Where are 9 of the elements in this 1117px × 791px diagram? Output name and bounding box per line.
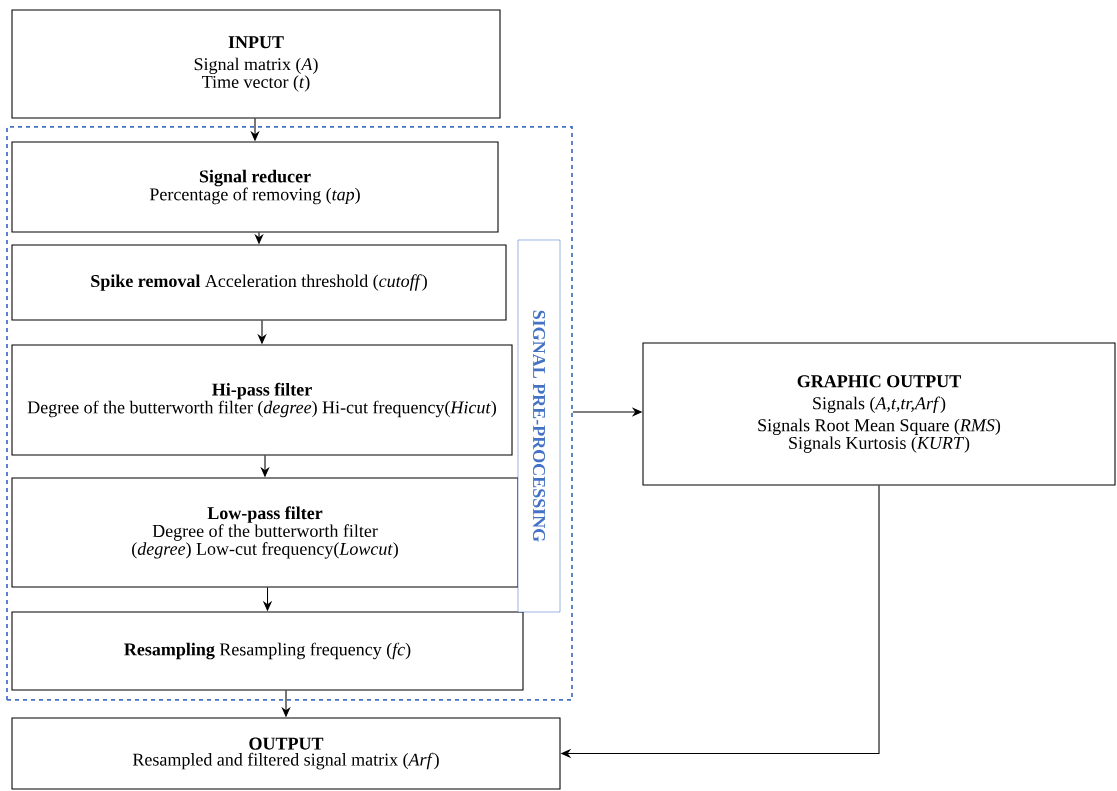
- vertical-label-box: SIGNAL PRE-PROCESSING: [517, 239, 561, 613]
- process-box: Spike removal Acceleration threshold (cutoff): [11, 244, 507, 321]
- dashed-group-box: [6, 126, 573, 701]
- process-box: Signal reducer Percentage of removing (tap): [11, 141, 499, 233]
- process-box: OUTPUT Resampled and filtered signal matrix (Arf): [11, 717, 561, 790]
- process-box: Resampling Resampling frequency (fc): [11, 611, 524, 691]
- process-box: GRAPHIC OUTPUT Signals (A,t,tr,Arf) Signals Root Mean Square (RMS) Signals Kurtosis (KURT): [642, 342, 1116, 486]
- process-box: Hi-pass filter Degree of the butterworth filter (degree) Hi-cut frequency(Hicut): [11, 344, 513, 456]
- process-box: INPUT Signal matrix (A) Time vector (t): [11, 9, 501, 119]
